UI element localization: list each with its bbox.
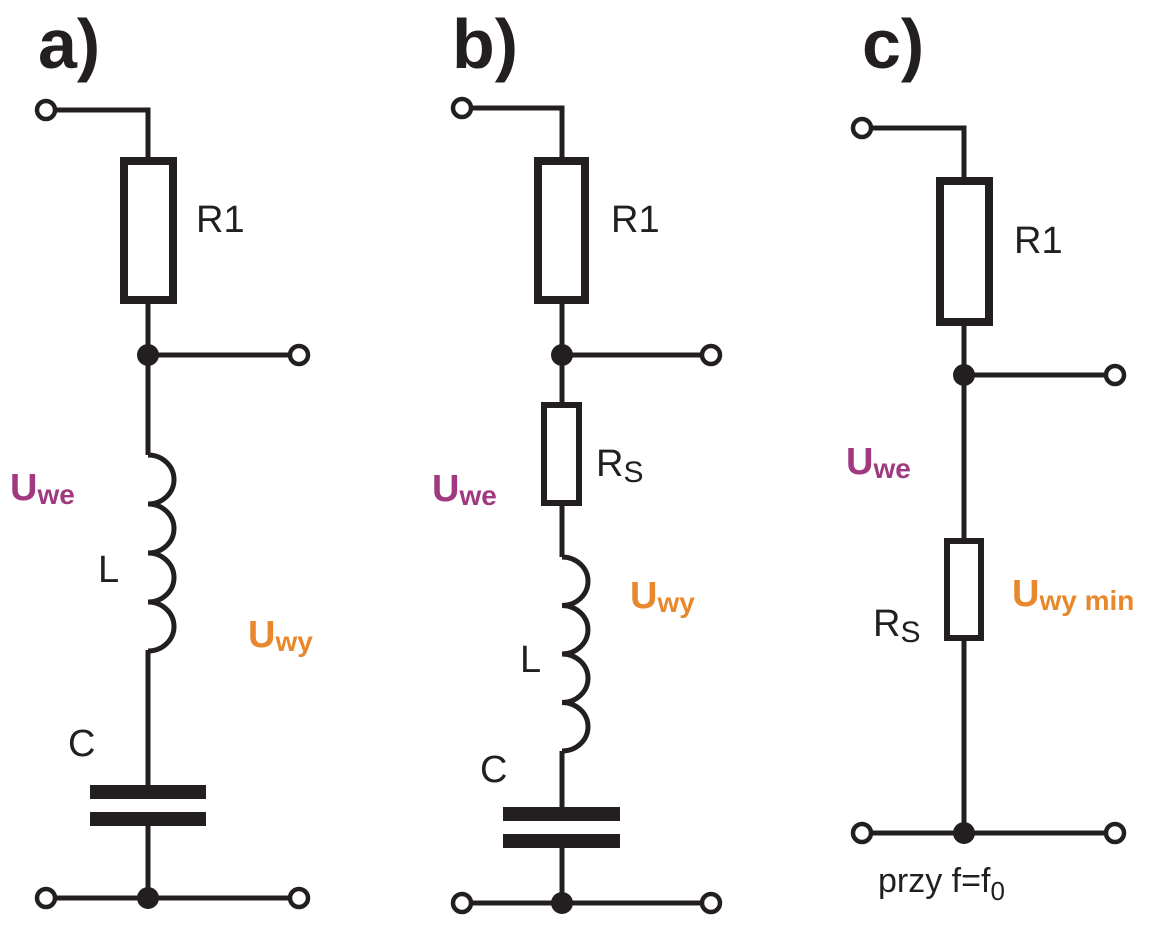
panel-b-resistor-rs [541,402,582,506]
panel-a-terminal-ground-left [34,886,58,910]
panel-c-node-mid [953,364,975,386]
panel-a-terminal-out [287,343,311,367]
panel-b-c-label: C [480,749,507,791]
panel-c-uwy-label: Uwy min [1012,573,1134,616]
panel-a-r1-label: R1 [196,199,245,241]
panel-c: c) R1 RS Uwe Uwy min przy f=f0 [846,5,1134,906]
panel-b: b) R1 RS L C Uwe Uwy [432,5,723,915]
panel-a-l-label: L [98,549,119,591]
panel-a-c-label: C [68,723,95,765]
panel-b-rs-label: RS [596,443,643,489]
panel-a-label: a) [38,5,100,83]
panel-b-node-mid [551,344,573,366]
panel-a-uwy-label: Uwy [248,614,313,657]
panel-a-capacitor-plate-top [90,785,206,799]
panel-a-uwe-label: Uwe [10,467,75,510]
panel-c-terminal-ground-left [850,821,874,845]
panel-b-capacitor-plate-bottom [503,834,620,848]
panel-c-terminal-ground-right [1103,821,1127,845]
panel-c-resistor-r1 [936,177,993,326]
panel-c-terminal-in [850,116,874,140]
panel-c-r1-label: R1 [1014,220,1063,262]
panel-c-wire-top [866,125,967,180]
panel-b-node-bottom [551,892,573,914]
panel-a-wire-top [52,107,151,160]
panel-a: a) R1 L C Uwe Uwy [10,5,313,910]
panel-a-node-mid [137,344,159,366]
panel-b-uwy-label: Uwy [630,575,695,618]
panel-a-capacitor-plate-bottom [90,812,206,826]
panel-b-l-label: L [520,639,541,681]
panel-c-terminal-out [1103,363,1127,387]
panel-c-label: c) [862,5,924,83]
panel-a-terminal-in [34,98,58,122]
panel-b-terminal-out [699,343,723,367]
panel-c-uwe-label: Uwe [846,441,911,484]
panel-c-condition-note: przy f=f0 [878,862,1005,906]
panel-c-resistor-rs [944,538,984,641]
panel-b-terminal-in [450,96,474,120]
panel-b-resistor-r1 [534,157,589,304]
panel-a-inductor-l [147,452,177,654]
panel-b-r1-label: R1 [611,199,660,241]
panel-b-label: b) [452,5,518,83]
panel-a-terminal-ground-right [287,886,311,910]
panel-c-rs-label: RS [873,603,920,649]
panel-a-node-bottom [137,887,159,909]
panel-a-resistor-r1 [120,157,177,304]
panel-b-terminal-ground-right [699,891,723,915]
panel-b-inductor-l [561,554,591,754]
panel-b-capacitor-plate-top [503,807,620,821]
panel-b-wire-top [468,105,565,160]
panel-b-terminal-ground-left [450,891,474,915]
panel-c-node-bottom [953,822,975,844]
panel-b-uwe-label: Uwe [432,468,497,511]
